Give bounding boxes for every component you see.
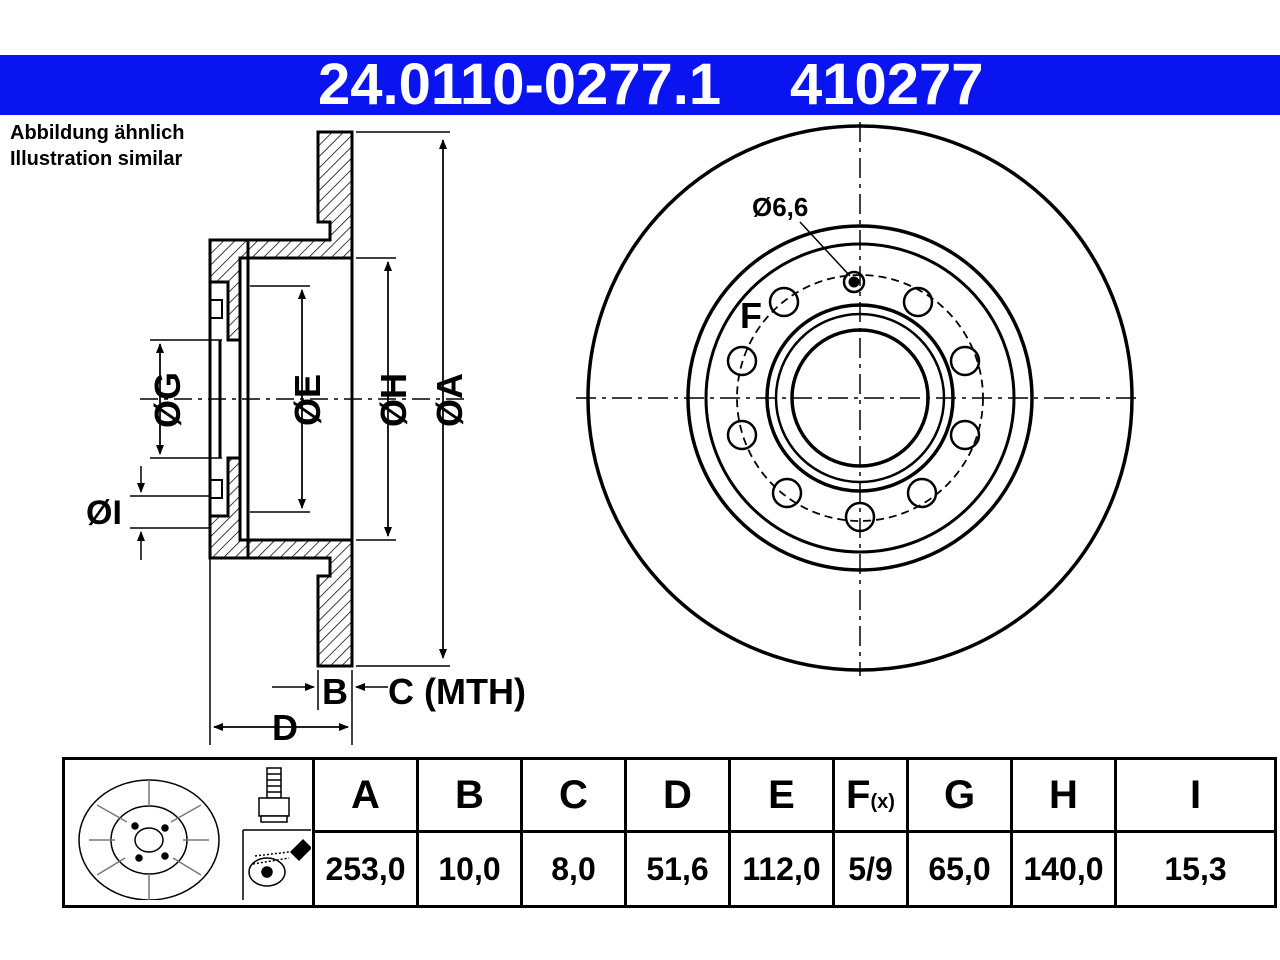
label-g: ØG	[147, 372, 188, 428]
header-f: F(x)	[832, 757, 909, 833]
header-f-suffix: (x)	[870, 790, 895, 813]
label-h: ØH	[373, 373, 414, 427]
short-number: 410277	[790, 52, 984, 117]
value-b: 10,0	[416, 830, 523, 908]
header-i: I	[1114, 757, 1277, 833]
label-e: ØE	[287, 374, 328, 426]
value-h: 140,0	[1010, 830, 1117, 908]
product-thumbnail-cell	[62, 757, 315, 908]
spray-cleaning-icon	[247, 838, 312, 887]
label-b: B	[322, 671, 348, 712]
label-f: F	[740, 295, 762, 336]
label-c: C (MTH)	[388, 671, 526, 712]
label-a: ØA	[429, 373, 470, 427]
part-number: 24.0110-0277.1	[318, 52, 722, 117]
note-german: Abbildung ähnlich	[10, 122, 185, 144]
value-e: 112,0	[728, 830, 835, 908]
side-dimensions	[130, 131, 450, 745]
side-view	[140, 130, 470, 668]
header-g: G	[906, 757, 1013, 833]
value-d: 51,6	[624, 830, 731, 908]
header-d: D	[624, 757, 731, 833]
header-h: H	[1010, 757, 1117, 833]
value-i: 15,3	[1114, 830, 1277, 908]
value-f: 5/9	[832, 830, 909, 908]
header-b: B	[416, 757, 523, 833]
header-f-letter: F	[846, 772, 871, 817]
header-bar	[0, 55, 1280, 115]
bolt-icon	[257, 767, 290, 823]
brake-disc-thumbnail-icon	[77, 767, 312, 901]
bolt-holes	[726, 286, 981, 533]
value-a: 253,0	[312, 830, 419, 908]
label-bolt-hole: Ø6,6	[752, 192, 808, 222]
front-view	[576, 122, 1136, 676]
spec-table: A B C D E F(x) G H I 253,0 10,0 8,0 51,6…	[62, 757, 1277, 908]
header-a: A	[312, 757, 419, 833]
note-english: Illustration similar	[10, 148, 183, 170]
header-c: C	[520, 757, 627, 833]
label-d: D	[272, 707, 298, 748]
label-i: ØI	[86, 494, 122, 532]
header-e: E	[728, 757, 835, 833]
value-g: 65,0	[906, 830, 1013, 908]
value-c: 8,0	[520, 830, 627, 908]
